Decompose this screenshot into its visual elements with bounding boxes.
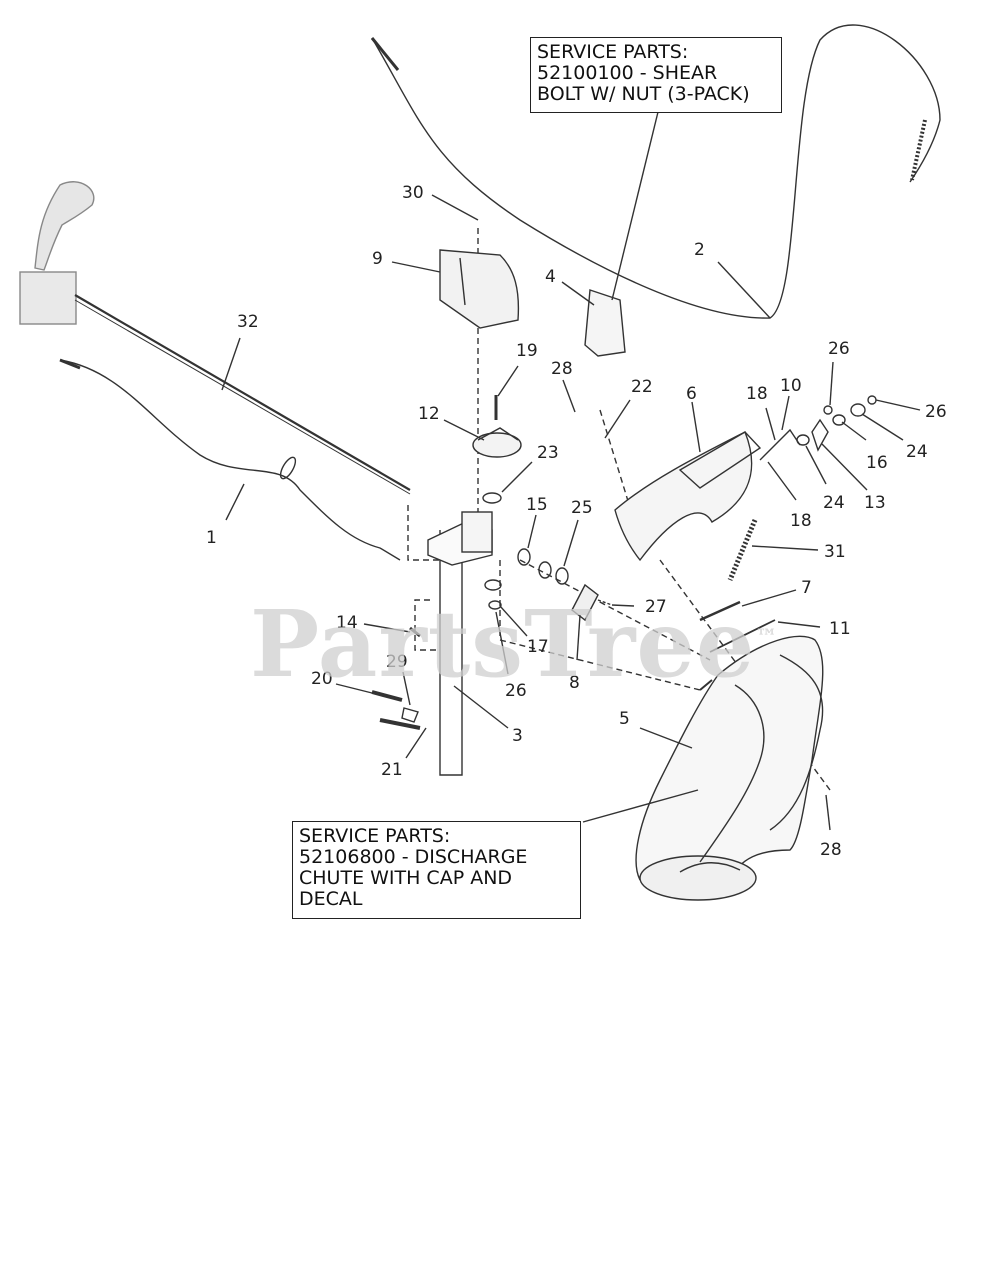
callout-30: 30 xyxy=(402,183,424,203)
cable-1 xyxy=(59,359,401,561)
callout-26b: 26 xyxy=(925,402,947,422)
callout-11: 11 xyxy=(829,619,851,639)
callout-19: 19 xyxy=(516,341,538,361)
callout-4: 4 xyxy=(545,267,556,287)
callout-28b: 28 xyxy=(820,840,842,860)
callout-3: 3 xyxy=(512,726,523,746)
callout-21: 21 xyxy=(381,760,403,780)
service-box-bottom-line-1: SERVICE PARTS: xyxy=(299,825,451,847)
callout-24a: 24 xyxy=(906,442,928,462)
gear-12 xyxy=(472,432,522,458)
callout-26a: 26 xyxy=(828,339,850,359)
callout-29: 29 xyxy=(386,652,408,672)
callout-13: 13 xyxy=(864,493,886,513)
service-parts-box-top: SERVICE PARTS: 52100100 - SHEAR BOLT W/ … xyxy=(530,37,782,113)
cable-2 xyxy=(371,24,941,319)
callout-12: 12 xyxy=(418,404,440,424)
handle-bracket xyxy=(19,271,77,325)
service-box-top-line-3: BOLT W/ NUT (3-PACK) xyxy=(537,83,750,105)
chute-5 xyxy=(635,635,824,881)
callout-18b: 18 xyxy=(790,511,812,531)
chute-base xyxy=(639,855,757,901)
dashed-guide-4 xyxy=(499,560,701,691)
cable-2-end xyxy=(370,37,400,71)
callout-2: 2 xyxy=(694,240,705,260)
service-box-bottom-line-4: DECAL xyxy=(299,888,363,910)
callout-20: 20 xyxy=(311,669,333,689)
tube-3 xyxy=(439,530,463,776)
service-box-bottom-line-2: 52106800 - DISCHARGE xyxy=(299,846,528,868)
service-box-top-line-1: SERVICE PARTS: xyxy=(537,41,689,63)
cable-2-spring xyxy=(910,119,927,181)
callout-7: 7 xyxy=(801,578,812,598)
callout-1: 1 xyxy=(206,528,217,548)
callout-8: 8 xyxy=(569,673,580,693)
callout-23: 23 xyxy=(537,443,559,463)
callout-6: 6 xyxy=(686,384,697,404)
callout-32: 32 xyxy=(237,312,259,332)
callout-9: 9 xyxy=(372,249,383,269)
callout-24b: 24 xyxy=(823,493,845,513)
callout-28a: 28 xyxy=(551,359,573,379)
callout-16: 16 xyxy=(866,453,888,473)
handle-grip xyxy=(34,181,95,271)
deflector-6 xyxy=(614,431,753,562)
callout-27: 27 xyxy=(645,597,667,617)
callout-15: 15 xyxy=(526,495,548,515)
service-box-top-line-2: 52100100 - SHEAR xyxy=(537,62,718,84)
callout-18a: 18 xyxy=(746,384,768,404)
callout-10: 10 xyxy=(780,376,802,396)
callout-22: 22 xyxy=(631,377,653,397)
cap-9 xyxy=(439,249,520,329)
callout-17: 17 xyxy=(527,637,549,657)
dashed-guide-2 xyxy=(407,505,440,561)
service-box-bottom-line-3: CHUTE WITH CAP AND xyxy=(299,867,513,889)
dashed-guide-5 xyxy=(519,559,711,661)
service-parts-box-bottom: SERVICE PARTS: 52106800 - DISCHARGE CHUT… xyxy=(292,821,581,919)
watermark: PartsTree™ xyxy=(250,590,779,698)
spring-31 xyxy=(727,519,758,581)
rod-32 xyxy=(74,294,411,491)
callout-26c: 26 xyxy=(505,681,527,701)
callout-25: 25 xyxy=(571,498,593,518)
callout-31: 31 xyxy=(824,542,846,562)
bracket-4 xyxy=(584,289,626,357)
dashed-guide-3 xyxy=(414,599,440,651)
callout-5: 5 xyxy=(619,709,630,729)
callout-14: 14 xyxy=(336,613,358,633)
